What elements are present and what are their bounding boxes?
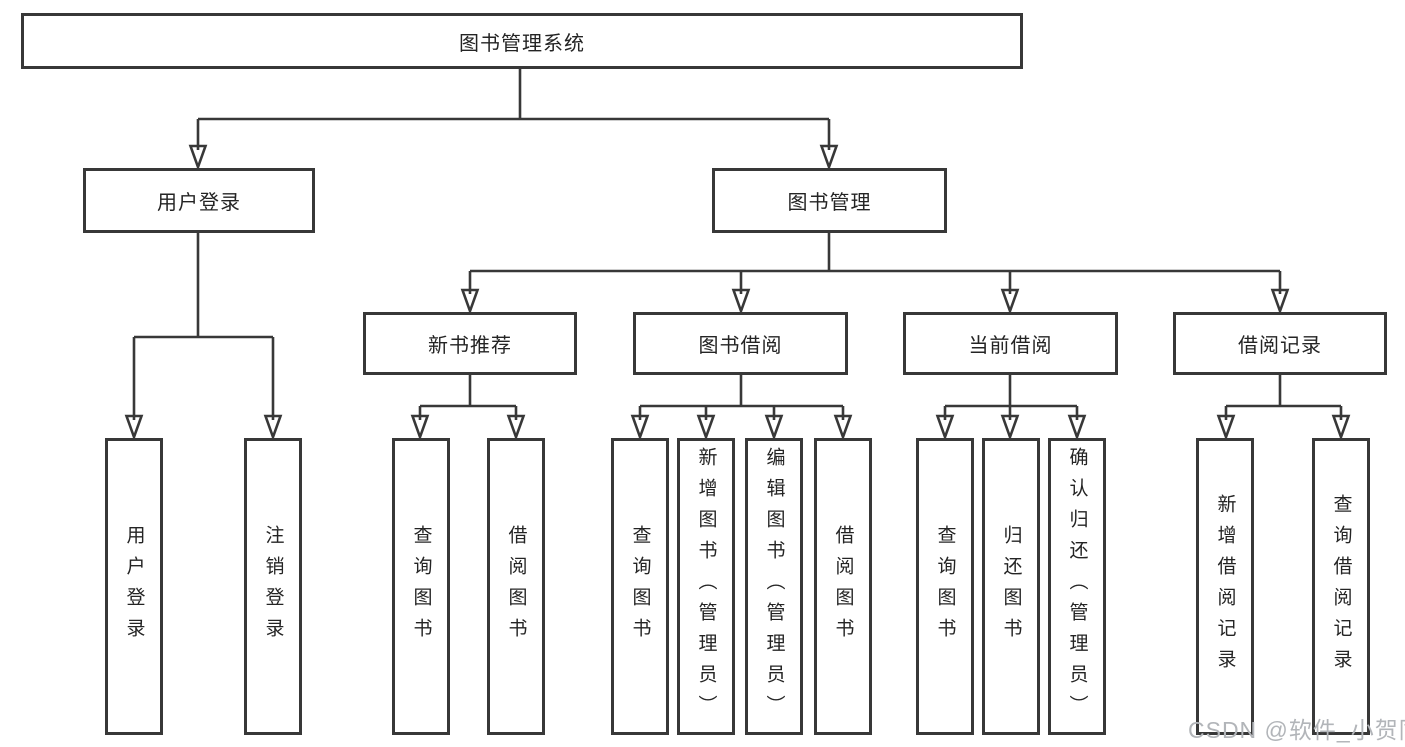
- leaf-query-books-borrow-label: 查询图书: [629, 524, 651, 649]
- node-new-book-recommend: 新书推荐: [363, 312, 577, 375]
- leaf-confirm-return-admin: 确认归还（管理员）: [1048, 438, 1106, 735]
- node-book-borrow: 图书借阅: [633, 312, 848, 375]
- leaf-query-books-current-label: 查询图书: [934, 524, 956, 649]
- node-new-book-recommend-label: 新书推荐: [428, 335, 512, 357]
- node-book-management-label: 图书管理: [787, 192, 872, 214]
- leaf-add-borrow-record: 新增借阅记录: [1196, 438, 1254, 735]
- leaf-return-book: 归还图书: [982, 438, 1040, 735]
- leaf-add-book-admin-label: 新增图书（管理员）: [695, 447, 717, 726]
- node-book-borrow-label: 图书借阅: [698, 335, 783, 357]
- leaf-borrow-books-borrow-label: 借阅图书: [832, 524, 854, 649]
- connectors-book-mgmt-children: [461, 233, 1289, 313]
- leaf-query-books-current: 查询图书: [916, 438, 974, 735]
- leaf-query-borrow-record-label: 查询借阅记录: [1330, 493, 1352, 680]
- leaf-query-books-recommend-label: 查询图书: [410, 524, 432, 649]
- connectors-newbook-children: [411, 375, 525, 439]
- node-current-borrow: 当前借阅: [903, 312, 1118, 375]
- leaf-query-books-recommend: 查询图书: [392, 438, 450, 735]
- leaf-query-books-borrow: 查询图书: [611, 438, 669, 735]
- node-root-system: 图书管理系统: [21, 13, 1023, 69]
- connectors-user-login-children: [125, 233, 282, 439]
- leaf-query-borrow-record: 查询借阅记录: [1312, 438, 1370, 735]
- leaf-add-book-admin: 新增图书（管理员）: [677, 438, 735, 735]
- leaf-borrow-books-borrow: 借阅图书: [814, 438, 872, 735]
- leaf-borrow-books-recommend: 借阅图书: [487, 438, 545, 735]
- leaf-user-login-label: 用户登录: [123, 524, 145, 649]
- connectors-root-to-level2: [189, 69, 838, 169]
- leaf-user-login: 用户登录: [105, 438, 163, 735]
- leaf-borrow-books-recommend-label: 借阅图书: [505, 524, 527, 649]
- node-borrow-records-label: 借阅记录: [1238, 335, 1322, 357]
- node-borrow-records: 借阅记录: [1173, 312, 1387, 375]
- node-user-login: 用户登录: [83, 168, 315, 233]
- leaf-edit-book-admin: 编辑图书（管理员）: [745, 438, 803, 735]
- csdn-watermark: CSDN @软件_小贺同学: [1188, 717, 1405, 743]
- leaf-logout-label: 注销登录: [262, 524, 284, 649]
- connectors-current-children: [936, 375, 1086, 439]
- connectors-records-children: [1217, 375, 1350, 439]
- node-user-login-label: 用户登录: [157, 192, 241, 214]
- leaf-edit-book-admin-label: 编辑图书（管理员）: [763, 447, 785, 726]
- node-root-label: 图书管理系统: [459, 32, 585, 55]
- leaf-logout: 注销登录: [244, 438, 302, 735]
- leaf-confirm-return-admin-label: 确认归还（管理员）: [1066, 447, 1088, 726]
- node-current-borrow-label: 当前借阅: [968, 335, 1053, 357]
- leaf-add-borrow-record-label: 新增借阅记录: [1214, 493, 1236, 680]
- leaf-return-book-label: 归还图书: [1000, 524, 1022, 649]
- connectors-borrow-children: [631, 375, 852, 439]
- node-book-management: 图书管理: [712, 168, 947, 233]
